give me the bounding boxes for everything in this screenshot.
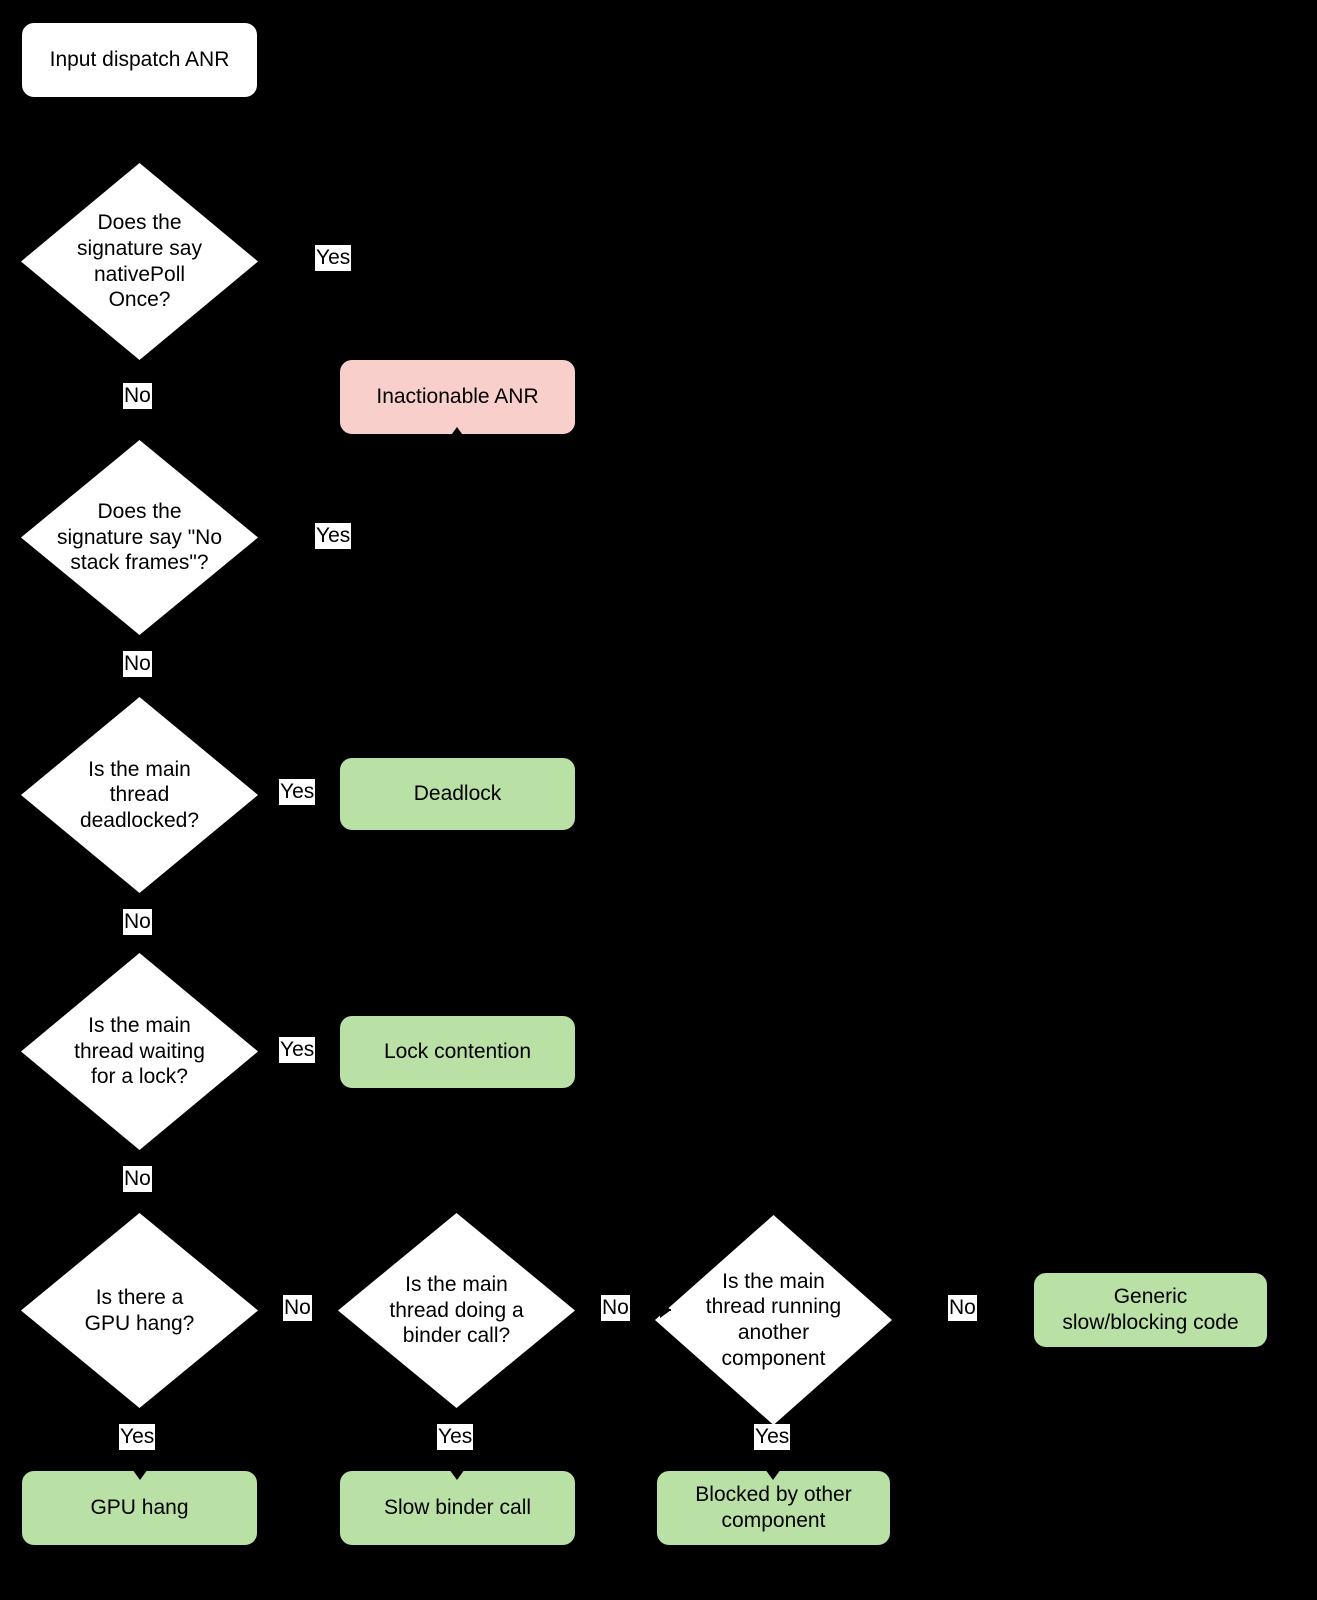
arrowhead-nostack-no [132,686,148,697]
arrowhead-component-no [1022,1317,1033,1333]
edge-label-binder-no: No [601,1295,630,1322]
diamond-shape [21,163,258,360]
diamond-shape [21,1213,258,1408]
edge-nostack-yes-h [258,537,457,539]
node-result-lock-contention[interactable]: Lock contention [339,1015,576,1089]
node-result-blocked-by-other-component[interactable]: Blocked by other component [656,1470,891,1546]
node-question-main-thread-deadlocked[interactable]: Is the main thread deadlocked? [21,697,258,893]
node-question-nativepolloncee[interactable]: Does the signature say nativePoll Once? [21,163,258,360]
node-question-main-thread-waiting-for-lock[interactable]: Is the main thread waiting for a lock? [21,953,258,1150]
arrowhead-lock-yes [328,1044,339,1060]
edge-nativepoll-yes-h [258,260,457,262]
edge-label-gpu-no: No [283,1295,312,1322]
diamond-shape [21,440,258,635]
diamond-shape [21,697,258,893]
edge-label-nativepoll-yes: Yes [315,245,352,272]
edge-label-component-no: No [948,1295,977,1322]
diamond-shape [21,953,258,1150]
arrowhead-nativepoll-yes [449,348,465,359]
diamond-shape [338,1213,575,1408]
node-question-main-thread-another-component[interactable]: Is the main thread running another compo… [655,1215,892,1425]
edge-nostack-yes-v [456,437,458,538]
diamond-shape [655,1215,892,1425]
edge-label-nostack-no: No [123,651,152,678]
edge-label-nativepoll-no: No [123,383,152,410]
edge-label-gpu-yes: Yes [119,1424,156,1451]
arrowhead-start-to-nativepoll [132,152,148,163]
node-result-deadlock[interactable]: Deadlock [339,757,576,831]
arrowhead-binder-yes [449,1469,465,1480]
arrowhead-binder-no [660,1302,671,1318]
arrowhead-nativepoll-no [132,429,148,440]
node-result-generic-slow-blocking-code[interactable]: Generic slow/blocking code [1033,1272,1268,1348]
arrowhead-deadlock-no [132,942,148,953]
node-result-slow-binder-call[interactable]: Slow binder call [339,1470,576,1546]
edge-label-lock-yes: Yes [279,1037,316,1064]
node-result-gpu-hang[interactable]: GPU hang [21,1470,258,1546]
edge-label-binder-yes: Yes [437,1424,474,1451]
edge-label-deadlock-no: No [123,909,152,936]
edge-start-to-nativepoll [139,98,141,152]
edge-nativepoll-yes-v [456,260,458,348]
arrowhead-gpu-yes [132,1469,148,1480]
arrowhead-gpu-no [327,1302,338,1318]
arrowhead-nostack-yes [449,427,465,438]
arrowhead-lock-no [132,1202,148,1213]
edge-label-lock-no: No [123,1166,152,1193]
node-question-main-thread-binder-call[interactable]: Is the main thread doing a binder call? [338,1213,575,1408]
node-question-no-stack-frames[interactable]: Does the signature say "No stack frames"… [21,440,258,635]
arrowhead-component-yes [765,1469,781,1480]
node-result-inactionable-anr[interactable]: Inactionable ANR [339,359,576,435]
edge-label-deadlock-yes: Yes [279,779,316,806]
edge-label-component-yes: Yes [754,1424,791,1451]
edge-component-no [911,1324,1033,1326]
node-input-dispatch-anr[interactable]: Input dispatch ANR [21,22,258,98]
edge-label-nostack-yes: Yes [315,523,352,550]
arrowhead-deadlock-yes [328,786,339,802]
node-question-gpu-hang[interactable]: Is there a GPU hang? [21,1213,258,1408]
